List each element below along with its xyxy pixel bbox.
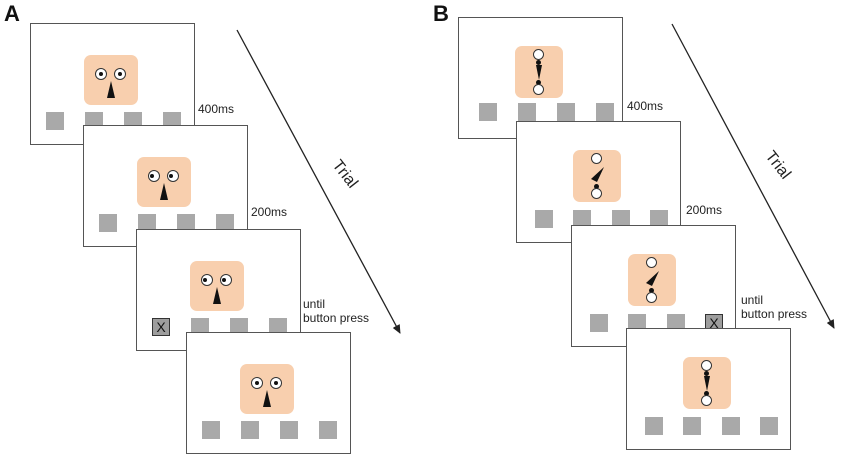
tilted-nose-icon <box>646 271 659 286</box>
schematic-face <box>240 364 294 414</box>
right-eye-icon <box>167 170 179 182</box>
schematic-face-vertical <box>628 254 676 306</box>
nose-icon <box>213 287 221 304</box>
lower-circle-icon <box>646 292 657 303</box>
placeholder-square <box>479 103 497 121</box>
placeholder-square <box>650 210 668 228</box>
placeholder-square <box>596 103 614 121</box>
target-square: X <box>152 318 170 336</box>
placeholder-square <box>667 314 685 332</box>
placeholder-square <box>46 112 64 130</box>
lower-dot-icon <box>536 80 541 85</box>
tilted-nose-icon <box>591 167 604 182</box>
upper-circle-icon <box>701 360 712 371</box>
placeholder-square <box>191 318 209 336</box>
upper-dot-icon <box>536 60 541 65</box>
panel-b-response-label-2: button press <box>741 307 808 321</box>
panel-b-frame-cue <box>516 121 681 243</box>
schematic-face-vertical <box>683 357 731 409</box>
right-eye-icon <box>114 68 126 80</box>
lower-circle-icon <box>701 395 712 406</box>
panel-a-frame-target: X <box>136 229 301 351</box>
placeholder-square <box>683 417 701 435</box>
placeholder-square <box>518 103 536 121</box>
panel-b-response-label-1: until <box>741 293 764 307</box>
lower-circle-icon <box>533 84 544 95</box>
schematic-face <box>190 261 244 311</box>
placeholder-square <box>280 421 298 439</box>
nose-icon <box>704 376 710 391</box>
panel-b-duration-1: 400ms <box>627 99 664 113</box>
placeholder-square <box>612 210 630 228</box>
panel-b-frame-iti <box>626 328 791 450</box>
panel-b-frame-fixation <box>458 17 623 139</box>
schematic-face <box>137 157 191 207</box>
placeholder-square <box>557 103 575 121</box>
right-eye-icon <box>270 377 282 389</box>
lower-dot-icon <box>594 184 599 189</box>
placeholder-square <box>241 421 259 439</box>
panel-b-trial-arrow-icon <box>671 23 835 329</box>
placeholder-square <box>760 417 778 435</box>
panel-b-duration-2: 200ms <box>686 203 723 217</box>
panel-a-trial-arrow-icon <box>236 29 401 334</box>
placeholder-square <box>269 318 287 336</box>
placeholder-square <box>573 210 591 228</box>
placeholder-square <box>628 314 646 332</box>
schematic-face-vertical <box>515 46 563 98</box>
panel-a-response-label-1: until <box>303 297 326 311</box>
nose-icon <box>107 81 115 98</box>
upper-circle-icon <box>591 153 602 164</box>
placeholder-square <box>216 214 234 232</box>
schematic-face-vertical <box>573 150 621 202</box>
placeholder-square <box>722 417 740 435</box>
placeholder-square <box>230 318 248 336</box>
placeholder-square <box>177 214 195 232</box>
left-eye-icon <box>251 377 263 389</box>
panel-b-frame-target: X <box>571 225 736 347</box>
right-eye-icon <box>220 274 232 286</box>
placeholder-square <box>138 214 156 232</box>
placeholder-square <box>590 314 608 332</box>
nose-icon <box>536 65 542 80</box>
upper-circle-icon <box>533 49 544 60</box>
left-eye-icon <box>201 274 213 286</box>
upper-dot-icon <box>704 371 709 376</box>
placeholder-square <box>645 417 663 435</box>
nose-icon <box>263 390 271 407</box>
panel-a-response-label-2: button press <box>303 311 370 325</box>
left-eye-icon <box>95 68 107 80</box>
panel-a-duration-2: 200ms <box>251 205 288 219</box>
nose-icon <box>160 183 168 200</box>
panel-b-letter: B <box>433 1 449 26</box>
upper-circle-icon <box>646 257 657 268</box>
schematic-face <box>84 55 138 105</box>
placeholder-square <box>535 210 553 228</box>
lower-circle-icon <box>591 188 602 199</box>
lower-dot-icon <box>704 391 709 396</box>
placeholder-square <box>319 421 337 439</box>
panel-a-letter: A <box>4 1 20 26</box>
placeholder-square <box>202 421 220 439</box>
lower-dot-icon <box>649 288 654 293</box>
placeholder-square <box>99 214 117 232</box>
panel-a-frame-iti <box>186 332 351 454</box>
panel-a-duration-1: 400ms <box>198 102 235 116</box>
left-eye-icon <box>148 170 160 182</box>
